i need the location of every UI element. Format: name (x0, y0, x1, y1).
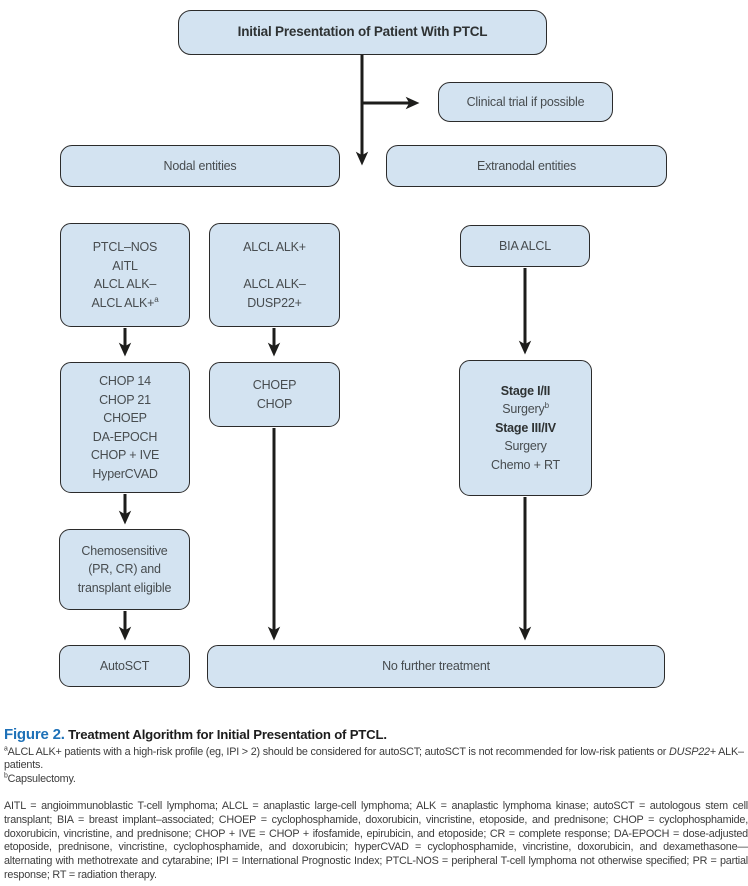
node-label: Clinical trial if possible (466, 94, 585, 109)
node-line: Stage III/IV (495, 420, 556, 435)
node-extranodal-entities: Extranodal entities (386, 145, 667, 187)
footnote-marker-b: b (544, 401, 549, 411)
node-line: Stage I/II (500, 383, 551, 398)
node-line: CHOEP (103, 411, 147, 425)
node-line: CHOEP (252, 378, 297, 392)
node-line: transplant eligible (77, 580, 172, 595)
node-label: Extranodal entities (476, 158, 577, 173)
dusp22-italic: DUSP22 (669, 746, 710, 758)
node-no-further-treatment: No further treatment (207, 645, 665, 688)
node-line: CHOP 21 (99, 392, 151, 407)
node-choep-chop: CHOEP CHOP (209, 362, 340, 427)
node-line: AITL (112, 258, 138, 273)
node-nodal-entities: Nodal entities (60, 145, 340, 187)
node-line: CHOP (256, 396, 293, 411)
node-clinical-trial: Clinical trial if possible (438, 82, 613, 122)
node-alcl-subtypes: ALCL ALK+ ALCL ALK– DUSP22+ (209, 223, 340, 327)
node-label: Initial Presentation of Patient With PTC… (237, 24, 488, 40)
node-line: DUSP22+ (247, 295, 302, 310)
node-line: DA-EPOCH (92, 429, 158, 444)
node-autosct: AutoSCT (59, 645, 190, 687)
node-line: ALCL ALK– (243, 277, 306, 291)
node-label: Nodal entities (163, 158, 237, 173)
node-line: ALCL ALK+ (243, 240, 306, 254)
footnote-a: aALCL ALK+ patients with a high-risk pro… (4, 745, 744, 772)
node-line: HyperCVAD (92, 466, 158, 481)
node-line: ALCL ALK+a (91, 294, 159, 310)
footnote-marker-a: a (4, 745, 8, 753)
node-label: No further treatment (382, 659, 490, 674)
figure-number: Figure 2. (4, 726, 65, 743)
figure-caption: Figure 2. Treatment Algorithm for Initia… (4, 726, 746, 744)
node-bia-alcl: BIA ALCL (460, 225, 590, 267)
footnote-marker-b: b (4, 772, 8, 780)
flow-arrows (118, 55, 532, 641)
node-line: ALCL ALK– (93, 277, 157, 291)
node-line: Chemosensitive (81, 543, 168, 558)
figure-title: Treatment Algorithm for Initial Presenta… (64, 727, 387, 742)
node-line: (PR, CR) and (88, 562, 161, 577)
treatment-flowchart: Initial Presentation of Patient With PTC… (59, 10, 667, 688)
node-line: Surgery (504, 439, 547, 454)
node-line: PTCL–NOS (92, 240, 158, 254)
footnote-b: bCapsulectomy. (4, 772, 76, 785)
footnote-marker-a: a (154, 294, 159, 304)
node-chemosensitive: Chemosensitive (PR, CR) and transplant e… (59, 529, 190, 610)
node-nodal-subtypes: PTCL–NOS AITL ALCL ALK– ALCL ALK+a (60, 223, 190, 327)
abbreviations-paragraph: AITL = angioimmunoblastic T-cell lymphom… (4, 800, 748, 881)
node-label: AutoSCT (99, 658, 150, 673)
node-line: Chemo + RT (491, 457, 560, 472)
node-line: CHOP 14 (99, 374, 151, 388)
footnotes: aALCL ALK+ patients with a high-risk pro… (4, 745, 748, 786)
node-label: BIA ALCL (499, 238, 551, 253)
node-initial-presentation: Initial Presentation of Patient With PTC… (178, 10, 547, 55)
node-line: Surgeryb (502, 401, 549, 417)
node-stage-treatment: Stage I/II Surgeryb Stage III/IV Surgery… (459, 360, 592, 496)
node-chop-regimens: CHOP 14 CHOP 21 CHOEP DA-EPOCH CHOP + IV… (60, 362, 190, 493)
node-line: CHOP + IVE (90, 448, 160, 462)
